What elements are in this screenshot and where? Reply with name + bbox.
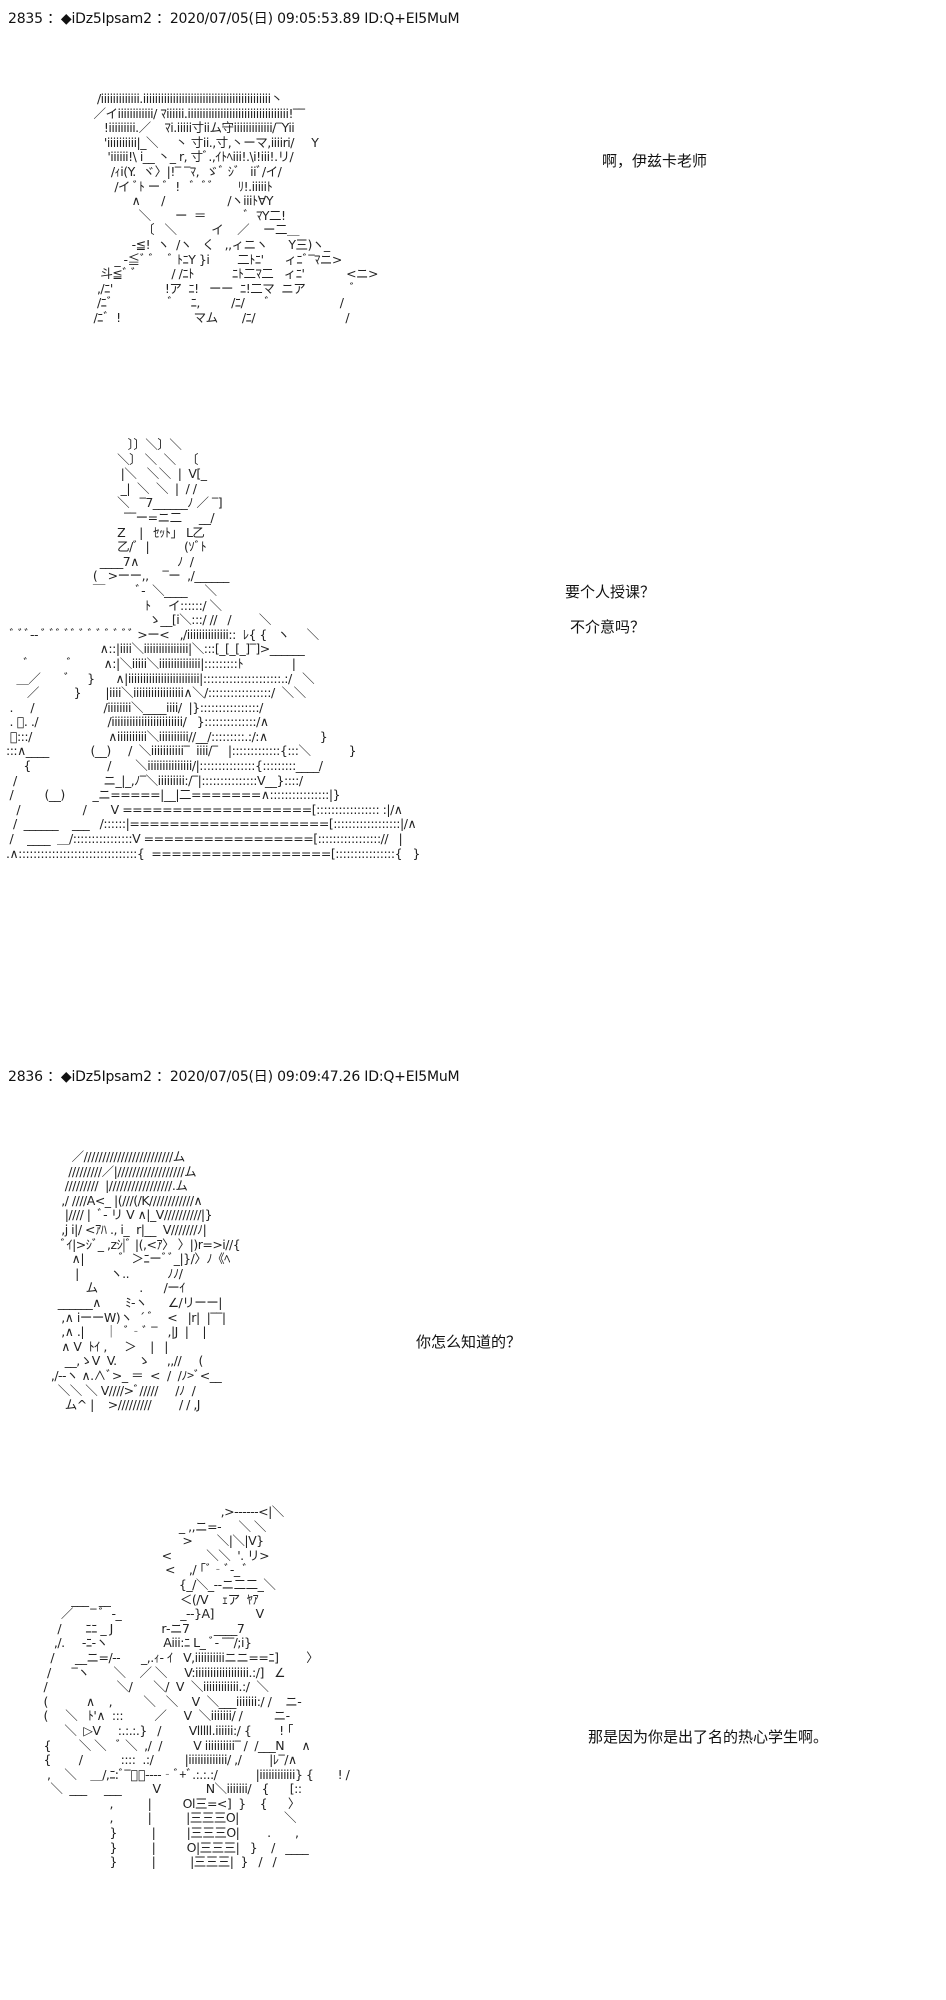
ascii-art-figure: ,>‐‐‐‐‐-<|＼ _ ,,ニ=‐ ＼ ＼ > ＼|＼|V} < ＼＼ '.… (43, 1504, 350, 1870)
dialogue-line: 不介意吗？ (570, 618, 646, 636)
dialogue-line: 那是因为你是出了名的热心学生啊。 (588, 1728, 829, 1746)
post-header: 2835 ：◆iDz5Ipsam2 ：2020/07/05(日) 09:05:5… (8, 11, 460, 27)
dialogue-line: 要个人授课？ (565, 583, 656, 601)
dialogue-line: 你怎么知道的？ (416, 1333, 522, 1351)
post-header: 2836 ：◆iDz5Ipsam2 ：2020/07/05(日) 09:09:4… (8, 1069, 460, 1085)
ascii-art-figure: /iiiiiiiiiiiii.iiiiiiiiiiiiiiiiiiiiiiiii… (93, 91, 379, 325)
ascii-art-figure: 〕〕＼〕＼ ＼〕 ＼ ＼ 〔 |＼ ＼＼ | V[_ _| ＼ ＼ | / / … (6, 437, 420, 861)
ascii-art-figure: ／////////////////////////ム /////////／|//… (50, 1149, 241, 1413)
dialogue-line: 啊，伊兹卡老师 (602, 152, 708, 170)
